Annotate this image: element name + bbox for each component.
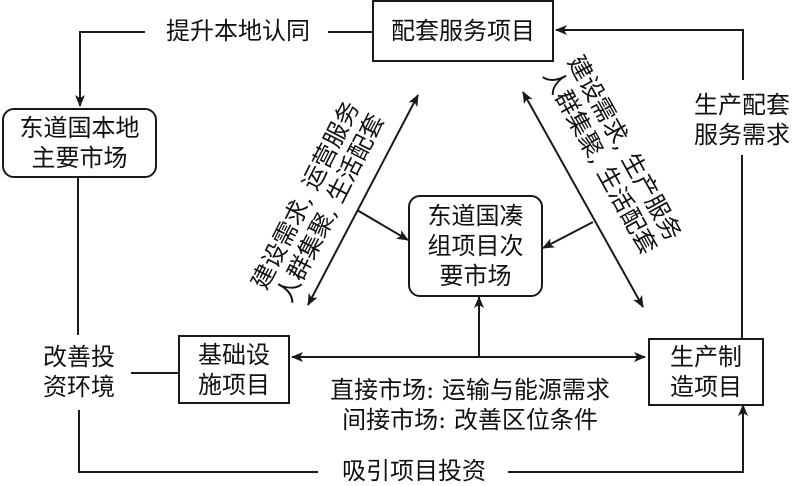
- edge-right-to-secondary: [542, 221, 594, 249]
- node-supporting-services: 配套服务项目: [372, 0, 554, 62]
- node-infrastructure: 基础设 施项目: [178, 335, 290, 404]
- edge-left-diagonal: [307, 94, 419, 306]
- edge-right-diagonal: [522, 91, 644, 308]
- label-direct-indirect-market: 直接市场: 运输与能源需求 间接市场: 改善区位条件: [330, 376, 610, 434]
- node-manufacturing: 生产制 造项目: [648, 338, 764, 406]
- node-local-main-market-label: 东道国本地 主要市场: [19, 114, 140, 172]
- node-host-secondary-market: 东道国凑 组项目次 要市场: [408, 195, 543, 297]
- edge-attract-investment: [78, 410, 318, 473]
- edge-left-to-secondary: [356, 209, 409, 241]
- node-manufacturing-label: 生产制 造项目: [670, 343, 742, 401]
- node-supporting-services-label: 配套服务项目: [391, 17, 535, 45]
- label-improve-investment-env: 改善投 资环境: [36, 342, 122, 402]
- label-attract-investment: 吸引项目投资: [324, 456, 504, 486]
- edge-enhance-identity-arrow: [75, 31, 145, 107]
- node-host-secondary-market-label: 东道国凑 组项目次 要市场: [427, 202, 524, 290]
- label-production-service-demand: 生产配套 服务需求: [690, 90, 794, 150]
- node-infrastructure-label: 基础设 施项目: [198, 340, 270, 399]
- label-enhance-local-identity: 提升本地认同: [152, 16, 324, 46]
- edge-attract-investment-arrow: [508, 404, 748, 473]
- node-local-main-market: 东道国本地 主要市场: [2, 108, 157, 178]
- edge-production-demand: [555, 25, 744, 80]
